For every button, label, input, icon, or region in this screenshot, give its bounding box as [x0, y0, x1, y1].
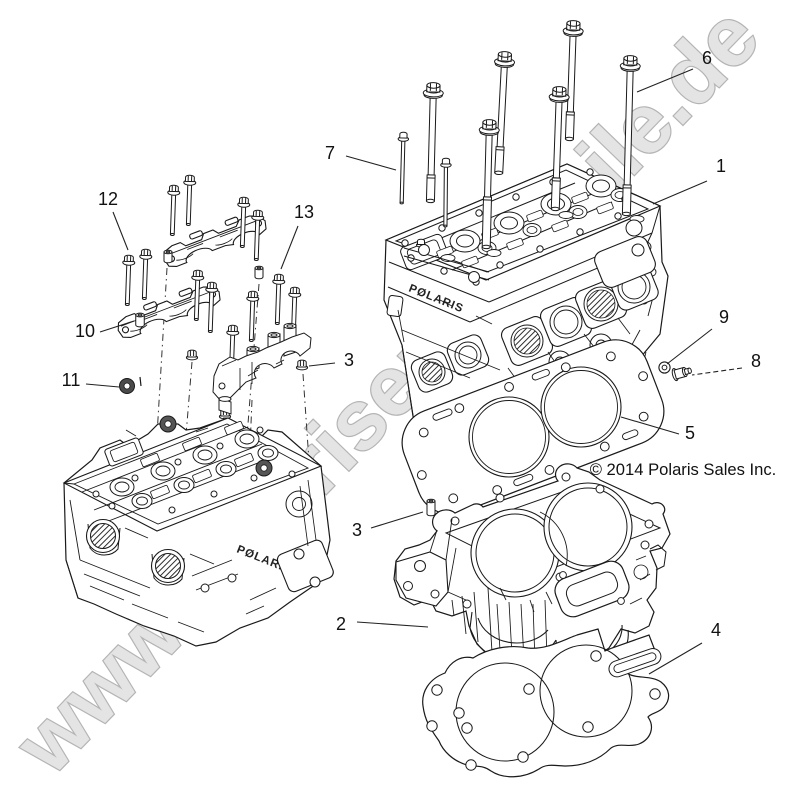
svg-text:3: 3 — [352, 520, 362, 540]
svg-text:5: 5 — [685, 423, 695, 443]
svg-text:12: 12 — [98, 189, 118, 209]
svg-text:9: 9 — [719, 307, 729, 327]
svg-text:8: 8 — [751, 351, 761, 371]
svg-text:2: 2 — [336, 614, 346, 634]
svg-text:6: 6 — [702, 48, 712, 68]
svg-text:13: 13 — [294, 202, 314, 222]
svg-text:7: 7 — [325, 143, 335, 163]
svg-text:1: 1 — [716, 156, 726, 176]
svg-text:© 2014 Polaris Sales Inc.: © 2014 Polaris Sales Inc. — [590, 460, 777, 479]
svg-text:11: 11 — [62, 370, 81, 390]
svg-text:4: 4 — [711, 620, 721, 640]
svg-text:3: 3 — [344, 350, 354, 370]
svg-text:10: 10 — [75, 321, 95, 341]
